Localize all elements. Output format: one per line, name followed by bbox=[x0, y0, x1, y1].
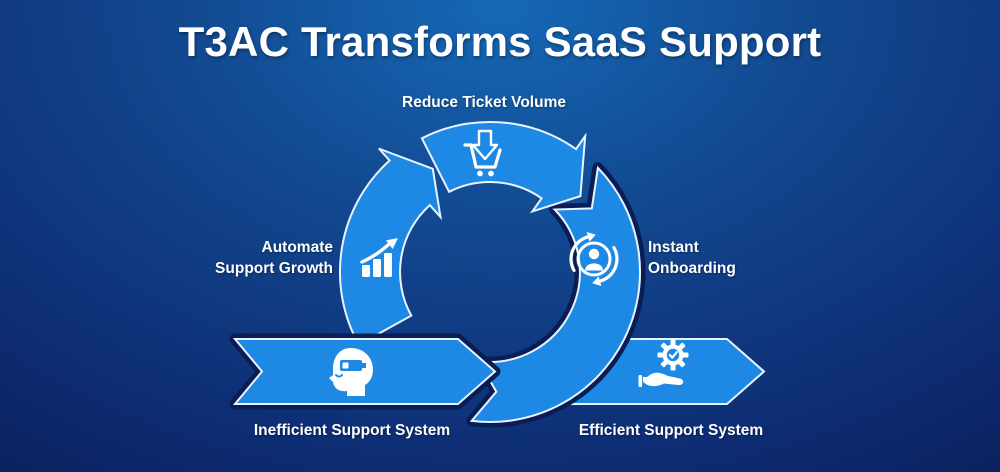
user-sync-icon bbox=[569, 232, 619, 286]
growth-chart-icon bbox=[360, 238, 398, 277]
page-title: T3AC Transforms SaaS Support bbox=[178, 18, 822, 65]
hand-gear-check-icon bbox=[638, 339, 689, 387]
label-reduce-ticket-volume: Reduce Ticket Volume bbox=[402, 94, 566, 111]
tired-head-battery-icon bbox=[329, 348, 373, 396]
label-instant-onboarding: Instant Onboarding bbox=[648, 239, 736, 277]
cycle-arc-right bbox=[469, 165, 641, 424]
cycle-arc-top bbox=[420, 120, 587, 214]
cycle-arc-left bbox=[339, 147, 443, 347]
cart-arrow-down-icon bbox=[463, 129, 502, 177]
label-inefficient-support-system: Inefficient Support System bbox=[253, 422, 451, 439]
label-automate-support-growth: Automate Support Growth bbox=[215, 239, 333, 277]
label-efficient-support-system: Efficient Support System bbox=[578, 422, 764, 439]
